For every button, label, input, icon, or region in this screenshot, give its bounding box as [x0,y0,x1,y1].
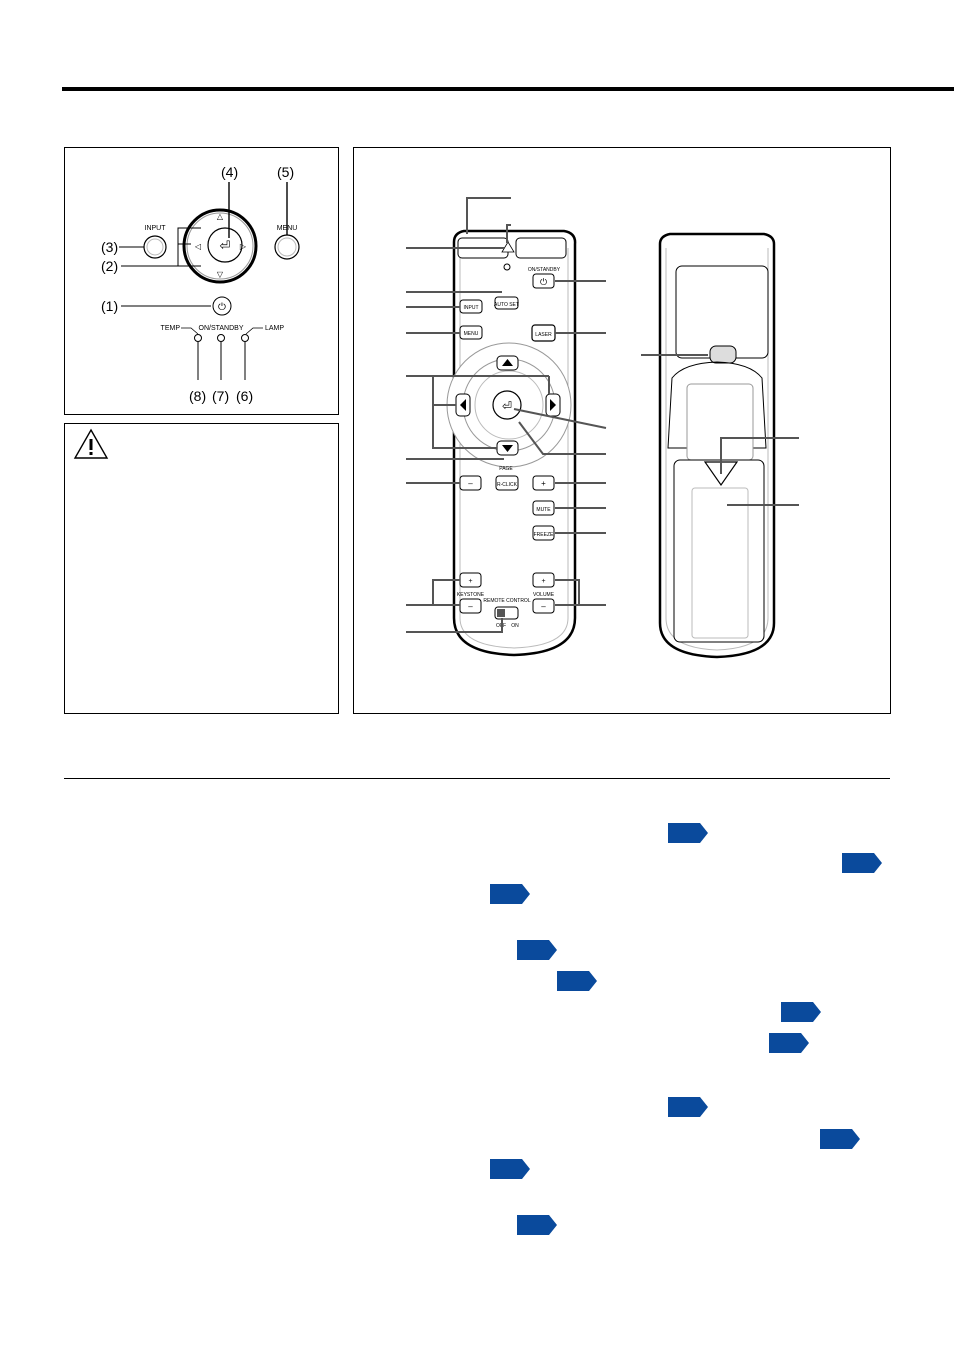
enter-icon: ⏎ [220,238,231,253]
remote-control-figure: ON/STANDBY ⏻ AUTO SET INPUT MENU LASER ⏎… [353,147,891,714]
left-arrow-icon [460,399,466,411]
callout-7: (7) [212,388,229,404]
volume-minus-button[interactable] [532,598,555,614]
lamp-indicator [241,334,249,342]
page-reference-tag[interactable] [517,1215,557,1235]
volume-minus-label: – [541,602,546,611]
direction-ring [182,208,258,284]
power-icon: ⏻ [218,302,226,313]
page-reference-tag[interactable] [842,853,882,873]
header-rule [62,87,954,91]
page-label: PAGE [499,466,513,472]
freeze-button[interactable] [532,525,555,541]
on-standby-indicator [217,334,225,342]
page-reference-tag[interactable] [490,884,530,904]
page-reference-tag[interactable] [490,1159,530,1179]
page-up-label: + [541,479,546,488]
keystone-minus-label: – [468,602,473,611]
page-reference-tag[interactable] [769,1033,809,1053]
keystone-label: KEYSTONE [457,592,485,598]
up-arrow-icon [502,359,513,366]
callout-6: (6) [236,388,253,404]
back-trigger-button[interactable] [709,345,737,364]
callout-5: (5) [277,164,294,180]
control-panel-drawing: ⏎ △ ▽ ◁ ▷ INPUT MENU ⏻ TEMP ON/STANDBY L… [101,164,300,404]
warning-panel [64,423,339,714]
r-click-label: R-CLICK [497,482,518,488]
page-reference-tag[interactable] [557,971,597,991]
power-button[interactable] [212,296,232,316]
volume-plus-button[interactable] [532,572,555,588]
freeze-label: FREEZE [534,532,554,538]
page-reference-tag[interactable] [781,1002,821,1022]
up-arrow-icon: △ [217,212,224,221]
auto-set-label: AUTO SET [494,302,519,308]
callout-8: (8) [189,388,206,404]
menu-remote-label: MENU [464,331,479,337]
callout-4: (4) [221,164,238,180]
mute-button[interactable] [532,500,555,516]
on-standby-label: ON/STANDBY [199,325,244,332]
page-down-label: – [468,479,473,488]
enter-icon: ⏎ [502,399,512,413]
r-click-button[interactable] [495,475,519,491]
down-arrow-icon [502,445,513,452]
input-label: INPUT [145,225,167,232]
laser-warning-icon [501,241,515,253]
laser-label: LASER [535,332,552,338]
left-arrow-icon: ◁ [195,242,202,251]
temp-indicator [194,334,202,342]
right-arrow-icon: ▷ [240,242,247,251]
right-laser-window [515,237,567,259]
temp-label: TEMP [161,325,181,332]
warning-triangle-icon [73,428,109,459]
auto-set-button[interactable] [494,296,519,310]
callout-2: (2) [101,258,118,274]
page-reference-tag[interactable] [517,940,557,960]
page-reference-tag[interactable] [668,1097,708,1117]
power-icon: ⏻ [540,277,547,287]
keystone-plus-label: + [468,578,472,585]
page-up-button[interactable] [532,475,555,491]
volume-label: VOLUME [533,592,555,598]
on-standby-remote-label: ON/STANDBY [528,267,561,273]
input-remote-label: INPUT [464,305,479,311]
callout-1: (1) [101,298,118,314]
down-arrow-icon: ▽ [217,270,224,279]
callout-3: (3) [101,239,118,255]
volume-plus-label: + [541,578,545,585]
enter-remote-button[interactable] [492,390,522,420]
menu-button[interactable] [274,234,300,260]
mute-label: MUTE [536,507,551,513]
laser-indicator [503,263,511,271]
enter-button[interactable] [207,227,243,263]
on-standby-button[interactable] [532,273,555,289]
back-upper-window [675,265,769,359]
remote-control-label: REMOTE CONTROL [483,598,530,604]
lamp-label: LAMP [265,325,284,332]
page-reference-tag[interactable] [668,823,708,843]
section-rule [64,778,890,779]
right-arrow-icon [550,399,556,411]
on-label: ON [511,623,519,629]
page-reference-tag[interactable] [820,1129,860,1149]
control-panel-figure: ⏎ △ ▽ ◁ ▷ INPUT MENU ⏻ TEMP ON/STANDBY L… [64,147,339,415]
remote-drawing: ON/STANDBY ⏻ AUTO SET INPUT MENU LASER ⏎… [406,197,799,659]
